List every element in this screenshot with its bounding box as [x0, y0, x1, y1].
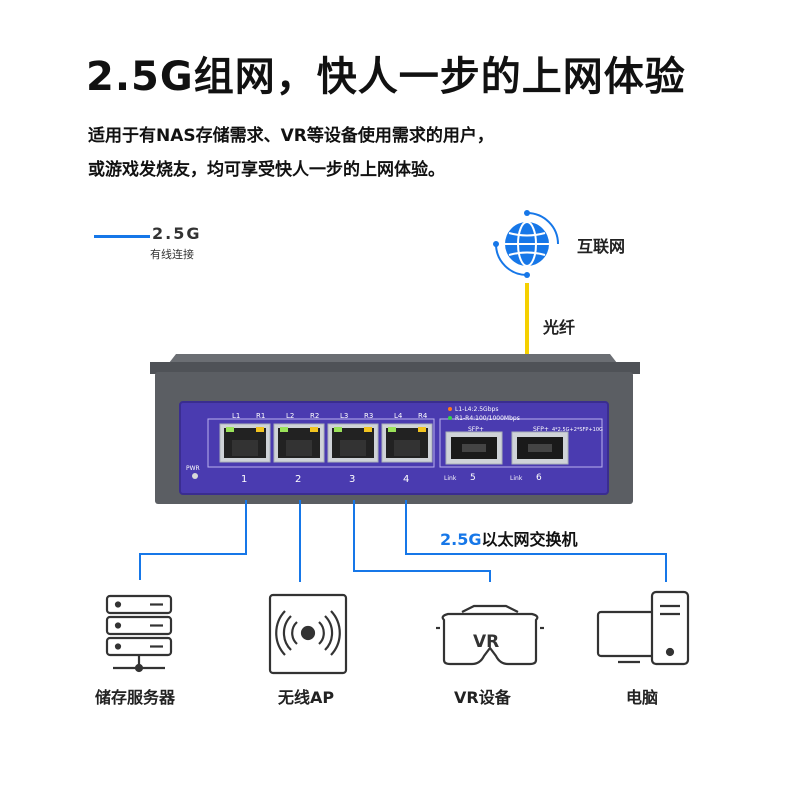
port-r2-label: R2	[310, 412, 319, 420]
sfp-5-number: 5	[470, 473, 476, 483]
switch-caption: 2.5G以太网交换机	[440, 526, 578, 550]
subtitle-line-1: 适用于有NAS存储需求、VR等设备使用需求的用户，	[88, 126, 494, 146]
port-r3-label: R3	[364, 412, 373, 420]
rj45-port-1	[219, 423, 271, 463]
link-port3-vr	[353, 500, 491, 582]
link-port1-server	[139, 500, 247, 580]
port-4-number: 4	[403, 474, 409, 485]
sfp-port-6	[511, 431, 569, 465]
port-l2-label: L2	[286, 412, 294, 420]
sfp-6-label: SFP+	[533, 426, 549, 433]
port-l4-label: L4	[394, 412, 403, 420]
device-label-pc: 电脑	[626, 688, 659, 707]
rj45-port-4	[381, 423, 433, 463]
fiber-label: 光纤	[543, 318, 576, 337]
sfp-5-label: SFP+	[468, 426, 484, 433]
vr-headset-icon: VR	[436, 604, 544, 666]
port-r1-label: R1	[256, 412, 265, 420]
page-title: 2.5G组网，快人一步的上网体验	[86, 54, 686, 100]
internet-label: 互联网	[577, 237, 626, 256]
sfp-port-5	[445, 431, 503, 465]
sfp-note: 4*2.5G+2*SFP+10G	[552, 427, 603, 433]
device-label-ap: 无线AP	[278, 688, 335, 707]
legend-speed: 2.5G	[152, 224, 202, 243]
port-1-number: 1	[241, 474, 247, 485]
device-label-server: 储存服务器	[95, 688, 176, 707]
legend-wired-line	[94, 235, 150, 238]
port-2-number: 2	[295, 474, 301, 485]
rj45-port-2	[273, 423, 325, 463]
svg-text:VR: VR	[473, 632, 499, 652]
sfp-6-link-label: Link	[510, 475, 523, 482]
port-r4-label: R4	[418, 412, 428, 420]
switch-caption-text: 以太网交换机	[481, 530, 578, 549]
server-icon	[105, 594, 173, 673]
led-legend-r: R1-R4:100/1000Mbps	[455, 415, 520, 422]
sfp-5-link-label: Link	[444, 475, 457, 482]
rj45-port-3	[327, 423, 379, 463]
pwr-label: PWR	[186, 465, 200, 472]
link-port4-pc	[405, 500, 667, 582]
legend-type: 有线连接	[150, 248, 194, 261]
globe-icon	[493, 210, 559, 278]
led-legend-l: L1-L4:2.5Gbps	[455, 406, 498, 413]
port-l1-label: L1	[232, 412, 240, 420]
device-label-vr: VR设备	[454, 688, 511, 707]
port-3-number: 3	[349, 474, 355, 485]
switch-caption-speed: 2.5G	[440, 530, 482, 549]
subtitle-line-2: 或游戏发烧友，均可享受快人一步的上网体验。	[88, 160, 445, 180]
wireless-ap-icon	[268, 593, 348, 675]
computer-icon	[596, 590, 690, 666]
sfp-6-number: 6	[536, 473, 542, 483]
port-l3-label: L3	[340, 412, 348, 420]
